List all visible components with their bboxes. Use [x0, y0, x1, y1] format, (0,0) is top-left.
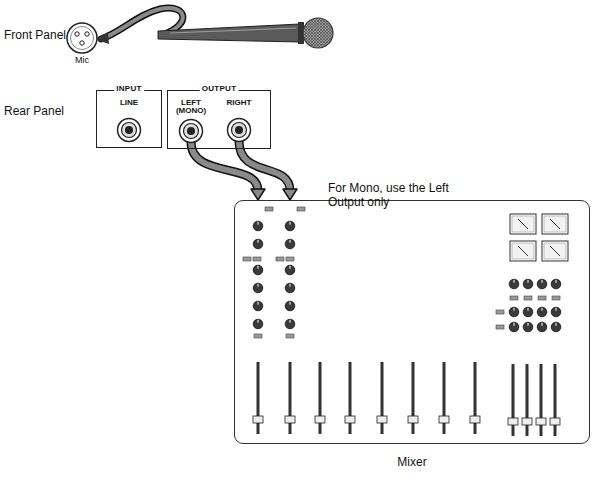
socket-label: Mic: [64, 56, 100, 65]
panel-label: Front Panel: [4, 28, 84, 42]
mixer-controls: [243, 207, 568, 436]
mixer-caption: Mixer: [235, 456, 589, 469]
socket-label: RIGHT: [216, 99, 262, 107]
socket-label: LEFT (MONO): [168, 99, 214, 116]
jack-socket: RIGHT: [216, 99, 262, 143]
socket-label: LINE: [103, 99, 155, 107]
microphone: [97, 8, 333, 48]
output-panel: LEFT (MONO)RIGHTOUTPUT: [167, 90, 271, 149]
xlr-socket-icon: [64, 20, 100, 56]
jack-icon: [226, 117, 252, 143]
panel-heading: OUTPUT: [200, 85, 239, 93]
audio-cable: [191, 142, 265, 200]
jack-icon: [116, 117, 142, 143]
jack-icon: [178, 118, 204, 144]
note-text: For Mono, use the Left Output only: [328, 181, 450, 210]
panel-label: Rear Panel: [4, 104, 84, 118]
xlr-connector: Mic: [64, 20, 100, 68]
jack-socket: LINE: [103, 99, 155, 143]
jack-socket: LEFT (MONO): [168, 99, 214, 144]
audio-cable: [239, 141, 297, 200]
mixer-console: Mixer: [234, 200, 590, 444]
input-panel: LINEINPUT: [96, 90, 162, 148]
panel-heading: INPUT: [114, 85, 144, 93]
